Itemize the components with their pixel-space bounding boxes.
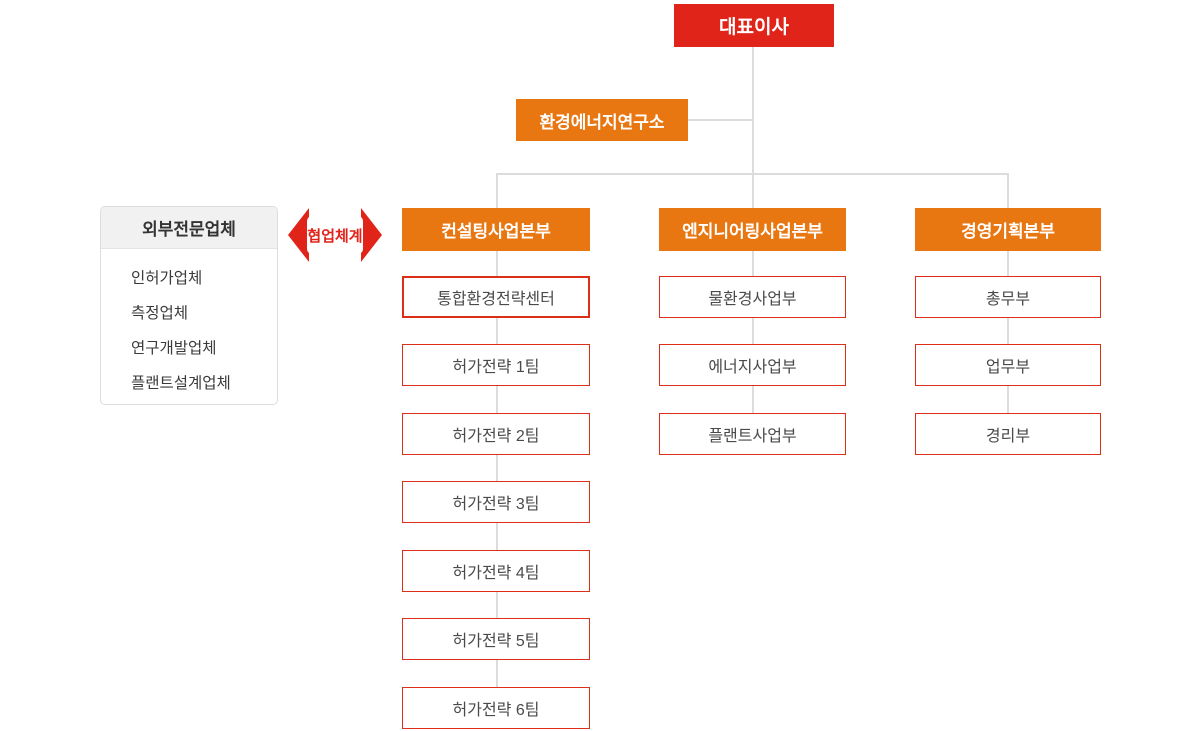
research-institute-box: 환경에너지연구소 [516, 99, 688, 141]
collaboration-label: 협업체계 [307, 216, 363, 254]
external-partners-title: 외부전문업체 [101, 207, 277, 249]
team-box: 통합환경전략센터 [402, 276, 590, 318]
team-box: 총무부 [915, 276, 1101, 318]
connector-spine-management [1007, 251, 1009, 413]
team-box: 에너지사업부 [659, 344, 846, 386]
external-partner-item: 플랜트설계업체 [131, 374, 231, 392]
division-header-management: 경영기획본부 [915, 208, 1101, 251]
collaboration-arrow: 협업체계 [288, 208, 382, 262]
team-box: 허가전략 5팀 [402, 618, 590, 660]
connector-research-horizontal [688, 119, 753, 121]
connector-stub-consulting [496, 173, 498, 208]
team-box: 경리부 [915, 413, 1101, 455]
team-box: 허가전략 3팀 [402, 481, 590, 523]
team-box: 허가전략 2팀 [402, 413, 590, 455]
team-box: 허가전략 4팀 [402, 550, 590, 592]
external-partner-item: 인허가업체 [131, 269, 203, 287]
connector-spine-consulting [496, 251, 498, 687]
external-partners-panel: 외부전문업체 인허가업체 측정업체 연구개발업체 플랜트설계업체 [100, 206, 278, 405]
connector-spine-engineering [752, 251, 754, 413]
connector-ceo-vertical [752, 47, 754, 208]
division-header-consulting: 컨설팅사업본부 [402, 208, 590, 251]
ceo-box: 대표이사 [674, 4, 834, 47]
team-box: 플랜트사업부 [659, 413, 846, 455]
connector-stub-management [1007, 173, 1009, 208]
division-header-engineering: 엔지니어링사업본부 [659, 208, 846, 251]
team-box: 물환경사업부 [659, 276, 846, 318]
team-box: 허가전략 1팀 [402, 344, 590, 386]
connector-distribution-horizontal [496, 173, 1009, 175]
external-partner-item: 연구개발업체 [131, 339, 217, 357]
external-partners-list: 인허가업체 측정업체 연구개발업체 플랜트설계업체 [101, 259, 277, 399]
team-box: 업무부 [915, 344, 1101, 386]
team-box: 허가전략 6팀 [402, 687, 590, 729]
external-partner-item: 측정업체 [131, 304, 189, 322]
